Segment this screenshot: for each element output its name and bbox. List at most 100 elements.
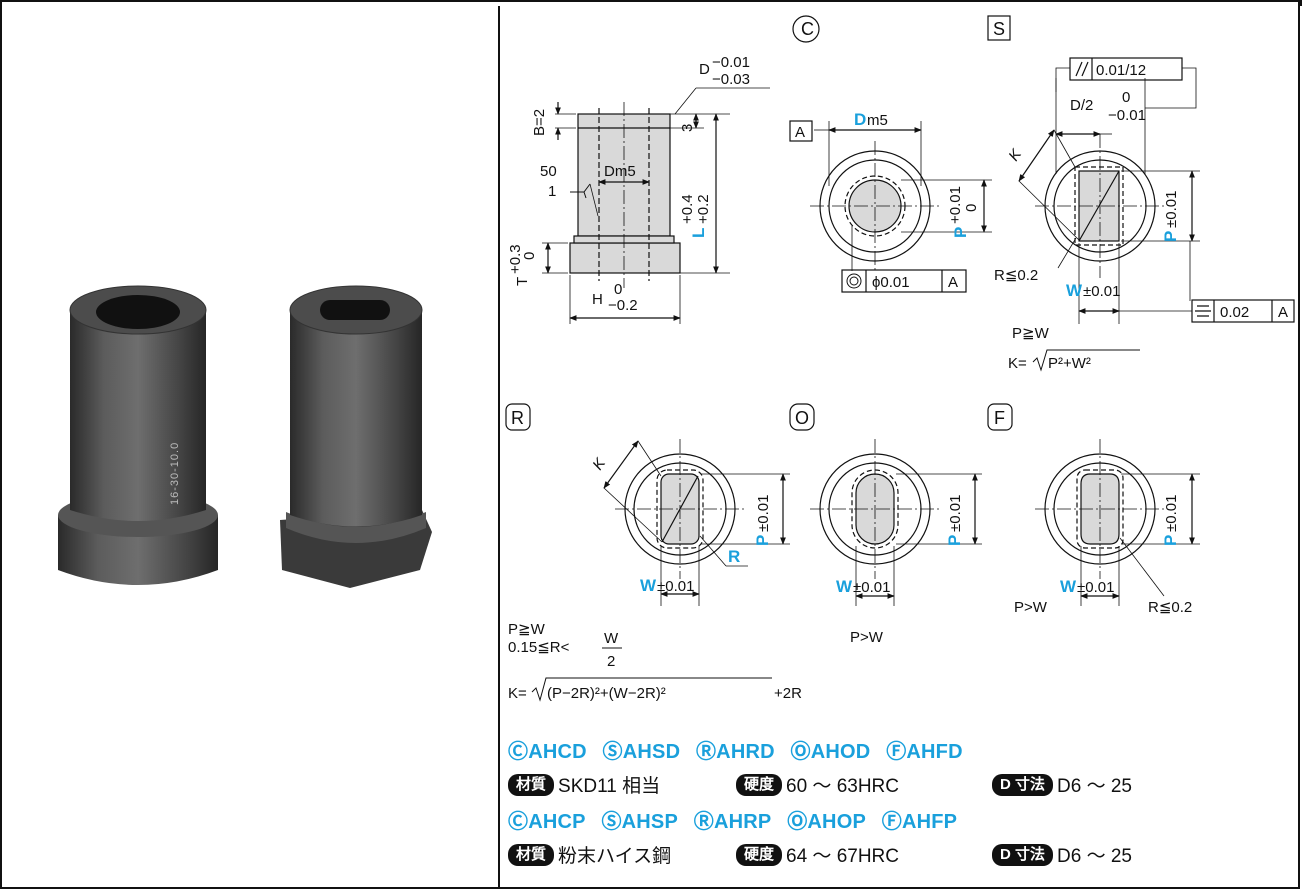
type-o-w-label: W bbox=[836, 577, 853, 596]
type-r-r-label: R bbox=[728, 547, 740, 566]
coaxiality-frame bbox=[841, 269, 967, 293]
d-dimension-value: D6 〜 25 bbox=[1057, 846, 1132, 867]
type-r-rule-3-prefix: K= bbox=[508, 685, 527, 702]
type-o-labels: O P ±0.01 W ±0.01 P>W bbox=[789, 403, 964, 646]
type-f-p-label: P bbox=[1161, 535, 1180, 546]
group2-codes: ⒸAHCP ⓈAHSP ⓇAHRP ⓄAHOP ⒻAHFP bbox=[508, 806, 1298, 838]
type-s-badge: S bbox=[993, 19, 1005, 39]
slotted-bushing-image bbox=[280, 285, 432, 588]
bore-d-label: D bbox=[854, 110, 866, 129]
type-r-badge: R bbox=[511, 408, 524, 428]
coaxiality-tolerance: ϕ0.01 bbox=[872, 274, 910, 291]
t-tolerance-lower: 0 bbox=[521, 252, 538, 260]
type-f-rule: P>W bbox=[1014, 599, 1048, 616]
type-r-k-label: K bbox=[589, 455, 609, 474]
type-s-rule-2-prefix: K= bbox=[1008, 355, 1027, 372]
type-s-w-tol: ±0.01 bbox=[1083, 283, 1120, 300]
type-o-w-tol: ±0.01 bbox=[853, 579, 890, 596]
coaxiality-datum: A bbox=[948, 274, 958, 291]
h-tolerance-lower: −0.2 bbox=[608, 297, 638, 314]
type-f-w-tol: ±0.01 bbox=[1077, 579, 1114, 596]
roughness-grade: 1 bbox=[548, 183, 556, 200]
type-o-p-tol: ±0.01 bbox=[947, 495, 964, 532]
type-s-k-label: K bbox=[1005, 146, 1025, 165]
code-s-p: ⓈAHSP bbox=[601, 811, 679, 833]
code-o-d: ⓄAHOD bbox=[790, 741, 871, 763]
l-tolerance-upper: +0.4 bbox=[679, 194, 696, 224]
code-s-d: ⓈAHSD bbox=[602, 741, 681, 763]
type-f-end-view bbox=[1035, 439, 1200, 606]
type-c-side-view bbox=[542, 87, 770, 324]
type-r-badge-box bbox=[505, 403, 531, 431]
type-s-r-limit: R≦0.2 bbox=[994, 267, 1038, 284]
panel-divider bbox=[498, 6, 500, 887]
type-o-p-label: P bbox=[945, 535, 964, 546]
round-bushing-image: 16-30-10.0 bbox=[58, 285, 218, 585]
material-value: 粉末ハイス鋼 bbox=[558, 846, 672, 867]
coaxiality-icon bbox=[846, 273, 862, 289]
type-r-rule-3-suffix: +2R bbox=[774, 685, 802, 702]
type-r-end-view bbox=[603, 439, 790, 606]
material-tag: 材質 bbox=[508, 843, 555, 866]
parallelism-frame bbox=[1069, 57, 1183, 81]
code-r-d: ⓇAHRD bbox=[695, 741, 775, 763]
parallelism-icon bbox=[1075, 61, 1089, 77]
half-d-lower: −0.01 bbox=[1108, 107, 1146, 124]
type-r-w-tol: ±0.01 bbox=[657, 578, 694, 595]
type-r-labels: R K P ±0.01 R W ±0.01 P≧W 0.15≦R< W 2 K=… bbox=[505, 403, 802, 702]
hardness-value: 60 〜 63HRC bbox=[786, 776, 900, 797]
t-tolerance-upper: +0.3 bbox=[507, 244, 524, 274]
type-c-labels: C D −0.01 −0.03 B=2 3 Dm5 50 1 L +0.4 +0… bbox=[507, 15, 820, 314]
code-c-p: ⒸAHCP bbox=[508, 811, 586, 833]
t-label: T bbox=[514, 277, 531, 286]
type-s-p-tol: ±0.01 bbox=[1163, 191, 1180, 228]
type-s-rule-2-body: P²+W² bbox=[1048, 355, 1091, 372]
code-r-p: ⓇAHRP bbox=[693, 811, 772, 833]
type-c-badge-circle bbox=[792, 15, 820, 43]
type-r-rule-2-den: 2 bbox=[607, 653, 615, 670]
type-f-w-label: W bbox=[1060, 577, 1077, 596]
sqrt-sign bbox=[1032, 349, 1140, 372]
code-f-d: ⒻAHFD bbox=[886, 741, 963, 763]
code-f-p: ⒻAHFP bbox=[881, 811, 958, 833]
type-o-badge: O bbox=[795, 408, 809, 428]
type-s-badge-box bbox=[987, 15, 1011, 41]
type-r-rule-2-prefix: 0.15≦R< bbox=[508, 639, 570, 656]
type-f-p-tol: ±0.01 bbox=[1163, 495, 1180, 532]
type-f-r-limit: R≦0.2 bbox=[1148, 599, 1192, 616]
group1-codes: ⒸAHCD ⓈAHSD ⓇAHRD ⓄAHOD ⒻAHFD bbox=[508, 736, 1298, 768]
type-s-end-view bbox=[1018, 67, 1200, 324]
parallelism-tolerance: 0.01/12 bbox=[1096, 62, 1146, 79]
type-r-p-label: P bbox=[753, 535, 772, 546]
dm5-label: Dm5 bbox=[604, 163, 636, 180]
hardness-value: 64 〜 67HRC bbox=[786, 846, 900, 867]
l-label: L bbox=[689, 228, 708, 238]
l-tolerance-lower: +0.2 bbox=[695, 194, 712, 224]
type-c-badge: C bbox=[801, 19, 814, 39]
d-dimension-tag: D 寸法 bbox=[992, 773, 1054, 796]
b-dimension: B=2 bbox=[531, 109, 548, 136]
type-r-rule-3-body: (P−2R)²+(W−2R)² bbox=[547, 685, 666, 702]
material-tag: 材質 bbox=[508, 773, 555, 796]
datum-a: A bbox=[795, 124, 805, 141]
d-tolerance-lower: −0.03 bbox=[712, 71, 750, 88]
photo-stamp: 16-30-10.0 bbox=[169, 442, 181, 505]
material-value: SKD11 相当 bbox=[558, 776, 661, 797]
type-r-p-tol: ±0.01 bbox=[755, 495, 772, 532]
type-f-badge: F bbox=[994, 408, 1005, 428]
code-o-p: ⓄAHOP bbox=[787, 811, 867, 833]
bore-p-label: P bbox=[951, 227, 970, 238]
type-o-rule: P>W bbox=[850, 629, 884, 646]
h-label: H bbox=[592, 291, 603, 308]
type-s-labels: S 0.01/12 D/2 0 −0.01 K P ±0.01 R≦0.2 W … bbox=[987, 15, 1295, 372]
type-o-badge-box bbox=[789, 403, 815, 431]
datum-a-box bbox=[789, 120, 813, 142]
technical-drawings: C D −0.01 −0.03 B=2 3 Dm5 50 1 L +0.4 +0… bbox=[505, 15, 1295, 702]
roughness-value: 50 bbox=[540, 163, 557, 180]
hardness-tag: 硬度 bbox=[736, 843, 783, 866]
d-dimension-tag: D 寸法 bbox=[992, 843, 1054, 866]
d-dimension-value: D6 〜 25 bbox=[1057, 776, 1132, 797]
type-r-rule-2-num: W bbox=[604, 630, 619, 647]
